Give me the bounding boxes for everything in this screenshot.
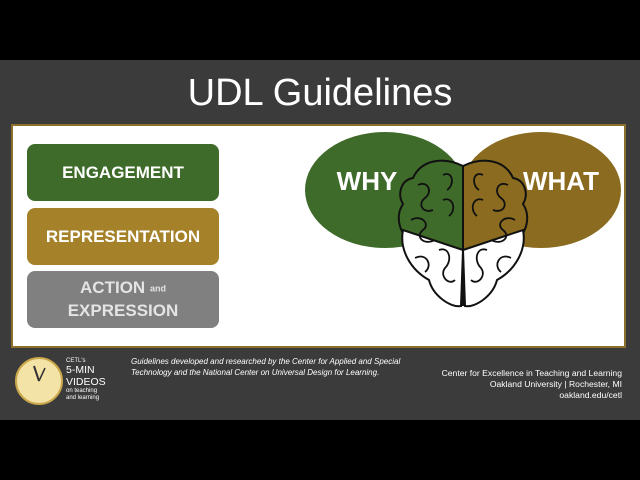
why-label: WHY xyxy=(337,166,398,196)
center-name: Center for Excellence in Teaching and Le… xyxy=(441,368,622,378)
cetl-line3: VIDEOS xyxy=(66,375,106,388)
action-label: ACTION xyxy=(80,278,146,298)
credit-text: Guidelines developed and researched by t… xyxy=(131,357,401,377)
engagement-box: ENGAGEMENT xyxy=(27,144,219,201)
and-label: and xyxy=(149,283,166,294)
venn-diagram: WHY WHAT xyxy=(305,132,621,308)
center-url: oakland.edu/cetl xyxy=(559,390,622,400)
engagement-label: ENGAGEMENT xyxy=(62,162,184,182)
representation-box: REPRESENTATION xyxy=(27,208,219,265)
action-expression-box: ACTION and EXPRESSION xyxy=(27,271,219,328)
expression-label: EXPRESSION xyxy=(67,300,179,320)
cetl-line1: CETL's xyxy=(66,358,86,364)
what-label: WHAT xyxy=(523,166,599,196)
cetl-line4: on teaching xyxy=(66,388,98,394)
brain-icon xyxy=(397,159,529,308)
content-panel: ENGAGEMENT REPRESENTATION ACTION and EXP… xyxy=(11,124,626,348)
center-info: Center for Excellence in Teaching and Le… xyxy=(442,368,622,401)
representation-label: REPRESENTATION xyxy=(45,226,201,246)
cetl-line2: 5-MIN xyxy=(66,364,95,376)
footer: CETL's 5-MIN VIDEOS on teaching and lear… xyxy=(0,352,640,420)
slide: UDL Guidelines ENGAGEMENT REPRESENTATION… xyxy=(0,60,640,420)
cetl-line5: and learning xyxy=(66,395,100,401)
clock-icon xyxy=(15,357,63,405)
cetl-logo-text: CETL's 5-MIN VIDEOS on teaching and lear… xyxy=(66,358,106,402)
slide-title: UDL Guidelines xyxy=(187,72,453,114)
center-location: Oakland University | Rochester, MI xyxy=(489,379,622,389)
